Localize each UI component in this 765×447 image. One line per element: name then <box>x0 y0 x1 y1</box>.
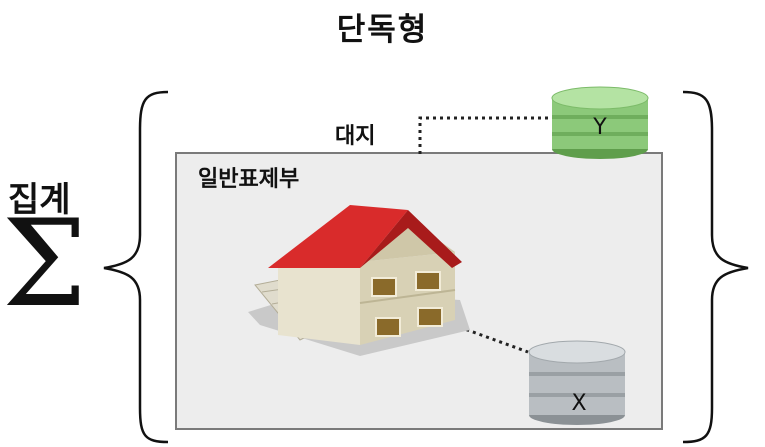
land-label: 대지 <box>335 124 376 149</box>
right-brace <box>682 90 749 444</box>
cylinder-y-icon <box>551 86 649 159</box>
cylinder-y-label: Y <box>592 115 607 140</box>
house-icon <box>248 205 470 356</box>
aggregate-label: 집계 <box>8 180 71 220</box>
left-brace <box>103 90 169 444</box>
diagram-title: 단독형 <box>336 12 429 48</box>
general-register-label: 일반표제부 <box>198 167 300 192</box>
sigma-symbol: Σ <box>2 195 87 334</box>
cylinder-x-icon <box>528 340 626 425</box>
cylinder-x-label: X <box>571 391 586 416</box>
land-connector <box>418 116 552 154</box>
